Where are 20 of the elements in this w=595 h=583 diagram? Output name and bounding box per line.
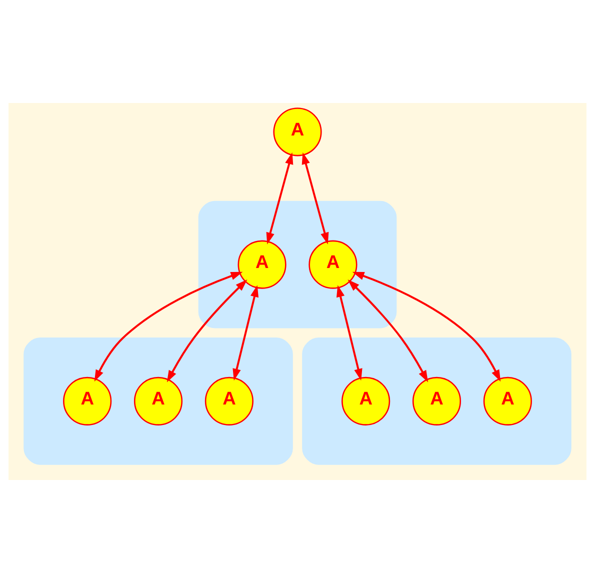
node-circle: A xyxy=(412,376,462,426)
cluster xyxy=(198,200,397,328)
cluster xyxy=(24,337,293,465)
node-circle: A xyxy=(238,240,286,289)
arrow xyxy=(266,152,294,244)
node-circle: A xyxy=(342,376,390,426)
arrow xyxy=(348,279,428,382)
arrow xyxy=(232,285,259,381)
arrow xyxy=(166,279,248,382)
node-circle: A xyxy=(483,376,532,426)
arrow xyxy=(302,152,329,244)
arrow xyxy=(336,285,362,381)
node-circle: A xyxy=(63,376,112,426)
node-circle: A xyxy=(204,376,254,426)
node-circle: A xyxy=(308,240,358,289)
node-circle: A xyxy=(273,108,322,156)
arrow xyxy=(94,272,243,382)
cluster xyxy=(302,337,572,465)
arrow xyxy=(352,272,501,382)
node-circle: A xyxy=(134,376,183,426)
